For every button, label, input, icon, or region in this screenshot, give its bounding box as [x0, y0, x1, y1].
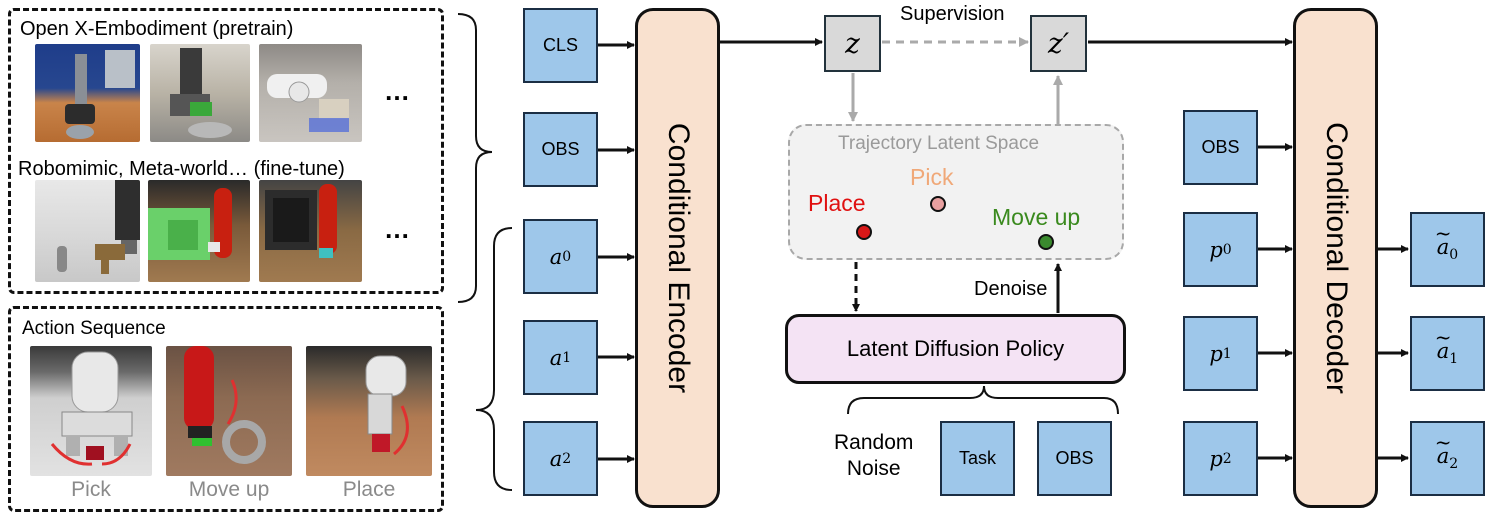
pretrain-image-2 — [150, 44, 250, 142]
conditional-encoder: Conditional Encoder — [635, 8, 720, 508]
output-box-a0: a0~ — [1410, 212, 1485, 287]
latent-point-place — [856, 224, 872, 240]
trajectory-latent-space — [788, 124, 1124, 260]
denoise-label: Denoise — [974, 278, 1048, 300]
output-box-a2: a2~ — [1410, 421, 1485, 496]
brace-policy-inputs — [847, 385, 1119, 415]
cls-token-box: CLS — [523, 8, 598, 83]
point-label-move-up: Move up — [992, 204, 1081, 230]
pretrain-ellipsis: … — [384, 76, 412, 106]
latent-point-move-up — [1038, 234, 1054, 250]
finetune-ellipsis: … — [384, 214, 412, 244]
latent-space-title: Trajectory Latent Space — [838, 133, 1040, 154]
task-condition-box: Task — [940, 421, 1015, 496]
finetune-image-2 — [148, 180, 250, 282]
pretrain-title: Open X-Embodiment (pretrain) — [20, 18, 294, 40]
caption-pick: Pick — [71, 478, 111, 501]
finetune-image-3 — [259, 180, 362, 282]
output-box-a1: a1~ — [1410, 316, 1485, 391]
conditional-decoder: Conditional Decoder — [1293, 8, 1378, 508]
action-image-place — [306, 346, 432, 476]
brace-actions — [475, 227, 513, 491]
pretrain-image-3 — [259, 44, 362, 142]
brace-datasets — [457, 13, 493, 303]
pretrain-image-1 — [35, 44, 140, 142]
finetune-image-1 — [35, 180, 140, 282]
point-label-place: Place — [808, 190, 866, 216]
latent-point-pick — [930, 196, 946, 212]
latent-z-prime-box: z′ — [1030, 15, 1087, 72]
point-label-pick: Pick — [910, 164, 954, 190]
supervision-label: Supervision — [900, 3, 1005, 25]
caption-place: Place — [342, 478, 396, 501]
finetune-title: Robomimic, Meta-world… (fine-tune) — [18, 158, 345, 180]
action-image-pick — [30, 346, 152, 476]
policy-obs-box: OBS — [1037, 421, 1112, 496]
dataset-panel — [8, 8, 444, 294]
obs-input-box: OBS — [523, 112, 598, 187]
latent-z-box: z — [824, 15, 881, 72]
caption-move-up: Move up — [188, 478, 270, 501]
random-noise-label: Random Noise — [834, 431, 914, 480]
action-image-move-up — [166, 346, 292, 476]
decoder-obs-box: OBS — [1183, 110, 1258, 185]
latent-diffusion-policy: Latent Diffusion Policy — [785, 314, 1126, 384]
action-sequence-title: Action Sequence — [22, 318, 166, 339]
action-sequence-panel — [8, 306, 444, 512]
